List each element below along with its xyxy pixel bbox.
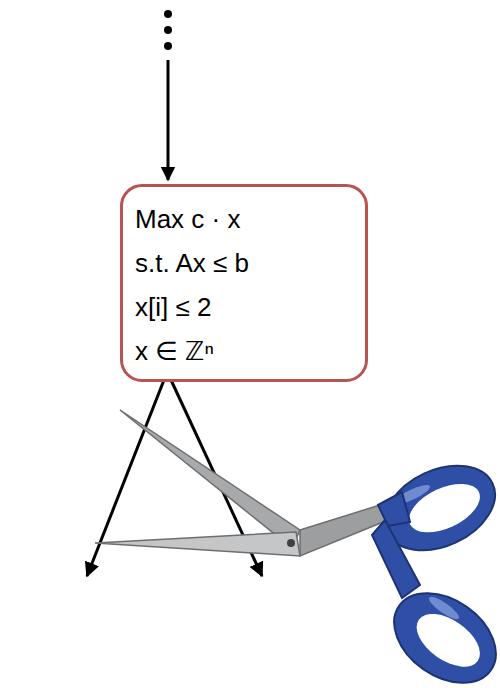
constraint-line: s.t. Ax ≤ b — [135, 241, 353, 285]
constraint-line: x[i] ≤ 2 — [135, 285, 353, 329]
subproblem-box: Max c · xs.t. Ax ≤ bx[i] ≤ 2x ∈ ℤⁿ — [120, 184, 368, 382]
constraint-line: x ∈ ℤⁿ — [135, 329, 353, 373]
scissors — [95, 410, 500, 688]
constraint-line: Max c · x — [135, 197, 353, 241]
ellipsis-dots — [164, 10, 172, 50]
incoming-arrow — [167, 60, 170, 180]
